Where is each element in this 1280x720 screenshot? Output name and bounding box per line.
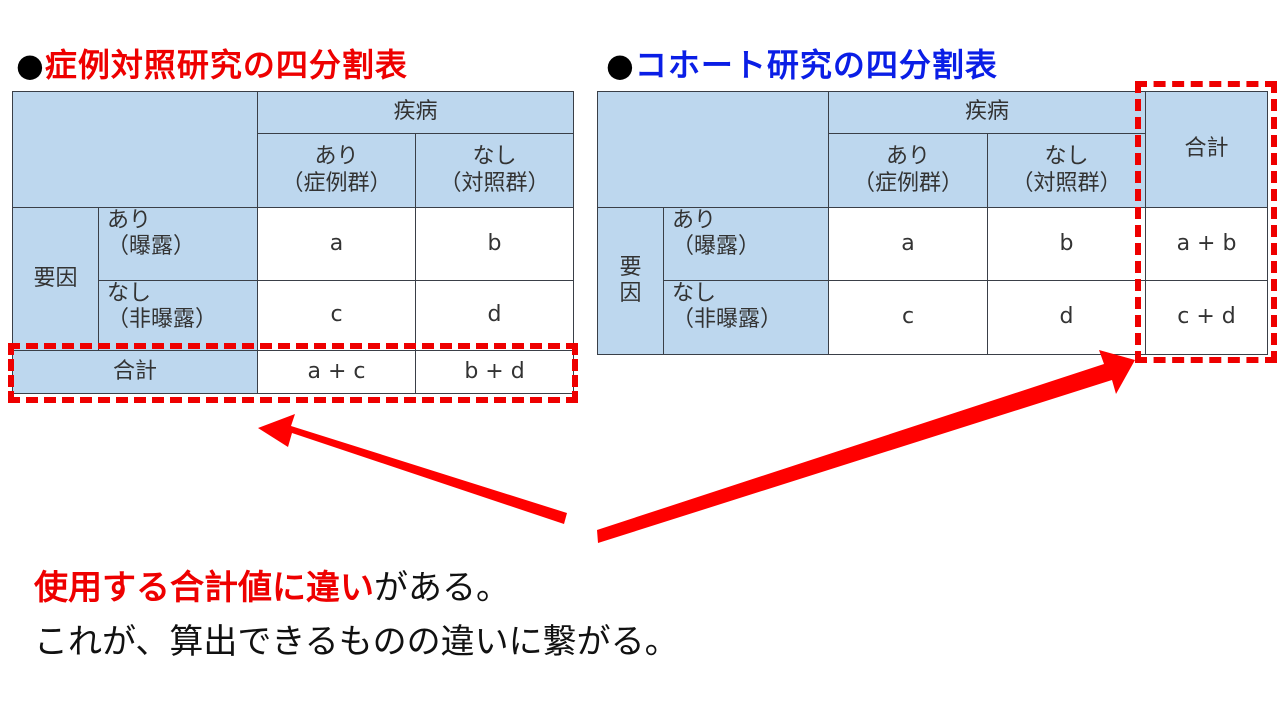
cell-c: c bbox=[257, 280, 416, 351]
message-line-2: これが、算出できるものの違いに繋がる。 bbox=[34, 622, 679, 662]
total-row2: c + d bbox=[1145, 280, 1268, 355]
total-header: 合計 bbox=[1145, 91, 1268, 208]
arrow-right-icon bbox=[597, 350, 1135, 543]
corner-cell bbox=[12, 91, 258, 208]
cell-c: c bbox=[828, 280, 988, 355]
row-header-exposed: あり（曝露） bbox=[98, 207, 258, 281]
cell-d: d bbox=[987, 280, 1146, 355]
bullet-icon: ● bbox=[16, 46, 45, 84]
total-row-label: 合計 bbox=[12, 350, 258, 394]
col-header-no: なし（対照群） bbox=[987, 133, 1146, 208]
cell-a: a bbox=[828, 207, 988, 281]
total-col2: b + d bbox=[415, 350, 574, 394]
factor-label: 要因 bbox=[597, 207, 664, 355]
disease-header: 疾病 bbox=[828, 91, 1146, 134]
col-header-yes: あり（症例群） bbox=[828, 133, 988, 208]
total-col1: a + c bbox=[257, 350, 416, 394]
col-header-yes: あり（症例群） bbox=[257, 133, 416, 208]
factor-label: 要因 bbox=[12, 207, 99, 351]
row-header-unexposed: なし（非曝露） bbox=[663, 280, 829, 355]
cohort-title: ●コホート研究の四分割表 bbox=[606, 46, 998, 84]
row-header-unexposed: なし（非曝露） bbox=[98, 280, 258, 351]
message-line-1: 使用する合計値に違いがある。 bbox=[34, 568, 510, 608]
cell-a: a bbox=[257, 207, 416, 281]
cell-b: b bbox=[415, 207, 574, 281]
cell-d: d bbox=[415, 280, 574, 351]
bullet-icon: ● bbox=[606, 46, 635, 84]
arrow-left-icon bbox=[258, 414, 567, 524]
highlight-total-column bbox=[1135, 81, 1277, 363]
highlight-total-row bbox=[8, 343, 578, 403]
case-control-title: ●症例対照研究の四分割表 bbox=[16, 46, 408, 84]
